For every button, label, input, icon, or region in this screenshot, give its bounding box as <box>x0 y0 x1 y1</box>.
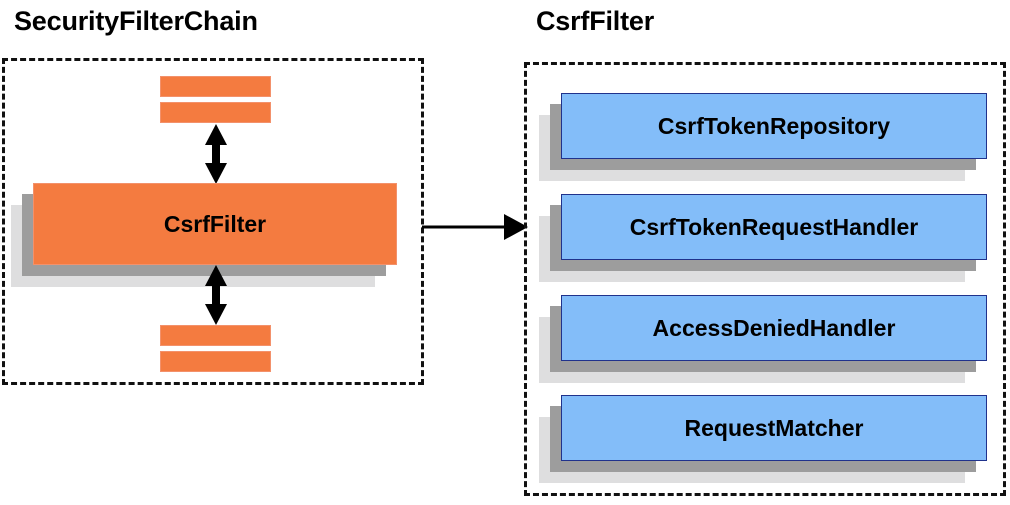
page-title-csrf-filter: CsrfFilter <box>536 6 655 36</box>
filter-bar-below-2 <box>160 351 271 372</box>
double-arrow-above <box>203 124 229 184</box>
node-request-matcher-label: RequestMatcher <box>561 395 987 461</box>
csrf-filter-container <box>524 62 1006 496</box>
filter-bar-above-2 <box>160 102 271 123</box>
node-request-matcher[interactable]: RequestMatcher <box>539 395 987 483</box>
node-csrf-filter-label: CsrfFilter <box>33 183 397 265</box>
security-filter-chain-container <box>2 58 424 385</box>
node-csrf-token-request-handler-label: CsrfTokenRequestHandler <box>561 194 987 260</box>
node-csrf-token-repository-label: CsrfTokenRepository <box>561 93 987 159</box>
node-access-denied-handler[interactable]: AccessDeniedHandler <box>539 295 987 383</box>
link-arrow-csrf-filter <box>422 212 530 242</box>
filter-bar-below-1 <box>160 325 271 346</box>
page-title-security-filter-chain: SecurityFilterChain <box>14 6 258 36</box>
double-arrow-below <box>203 265 229 325</box>
node-csrf-token-request-handler[interactable]: CsrfTokenRequestHandler <box>539 194 987 282</box>
node-csrf-token-repository[interactable]: CsrfTokenRepository <box>539 93 987 181</box>
node-csrf-filter[interactable]: CsrfFilter <box>11 183 397 287</box>
filter-bar-above-1 <box>160 76 271 97</box>
node-access-denied-handler-label: AccessDeniedHandler <box>561 295 987 361</box>
